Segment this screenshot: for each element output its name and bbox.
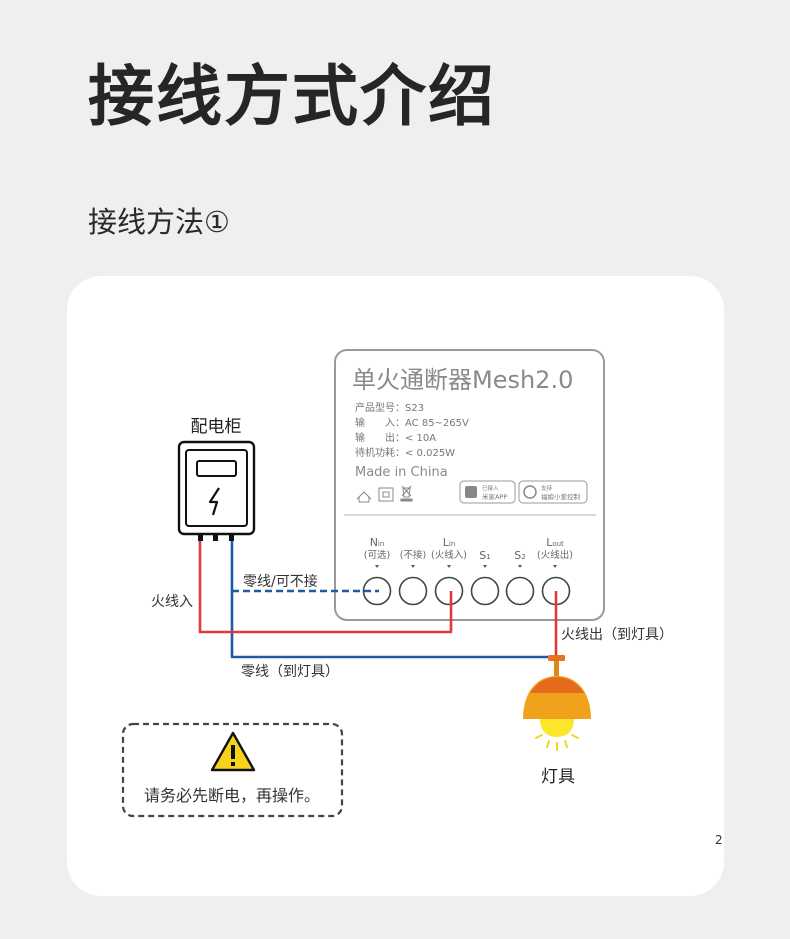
section-title: 接线方法① xyxy=(88,205,230,239)
mijia-badge-line2: 米家APP xyxy=(482,492,507,501)
warning-icon xyxy=(210,731,256,772)
device-name: 单火通断器Mesh2.0 xyxy=(352,366,573,394)
label-cabinet: 配电柜 xyxy=(191,417,242,437)
terminal-note-lout: (火线出) xyxy=(537,549,573,561)
label-neutral-optional: 零线/可不接 xyxy=(243,573,318,590)
terminal-unused xyxy=(398,576,428,606)
voice-assistant-badge: 支持 福娘小爱控制 xyxy=(518,480,588,504)
terminal-note-unused: (不接) xyxy=(400,549,426,561)
terminal-note-lin: (火线入) xyxy=(431,549,467,561)
double-insulation-icon xyxy=(378,487,394,502)
lightning-icon xyxy=(208,487,220,516)
spec-input: 输 入：AC 85~265V xyxy=(355,416,469,429)
made-in-china: Made in China xyxy=(355,465,448,480)
spec-output: 输 出：< 10A xyxy=(355,431,436,444)
lamp: 灯具 xyxy=(523,655,591,787)
terminal-label-s1: S1 xyxy=(479,549,490,562)
label-live-out: 火线出（到灯具） xyxy=(561,627,673,643)
terminal-note-nin: (可选) xyxy=(364,549,390,561)
label-live-in: 火线入 xyxy=(151,594,193,610)
label-lamp: 灯具 xyxy=(541,767,575,787)
switch-module: 单火通断器Mesh2.0 产品型号：S23 输 入：AC 85~265V 输 出… xyxy=(334,349,605,621)
terminal-label-lout: Lout xyxy=(546,536,564,549)
terminal-label-lin: Lin xyxy=(443,536,456,549)
mijia-badge-line1: 已接入 xyxy=(482,484,499,492)
live-wire-in xyxy=(198,537,453,634)
lamp-bulb xyxy=(540,719,574,737)
house-icon xyxy=(356,491,372,503)
page-number: 2 xyxy=(715,833,723,847)
spec-model: 产品型号：S23 xyxy=(355,401,424,414)
terminal-s1 xyxy=(470,576,500,606)
assistant-logo-icon xyxy=(523,485,537,499)
terminal-label-nin: Nin xyxy=(370,536,385,549)
terminal-label-s2: S2 xyxy=(514,549,525,562)
voice-badge-line1: 支持 xyxy=(541,484,553,492)
label-neutral-to-lamp: 零线（到灯具） xyxy=(241,664,339,680)
neutral-wire-to-lamp xyxy=(230,537,556,659)
light-rays xyxy=(535,734,579,751)
voice-badge-line2: 福娘小爱控制 xyxy=(541,492,581,501)
mijia-badge: 已接入 米家APP xyxy=(459,480,516,504)
terminal-lin xyxy=(434,576,464,606)
terminal-s2 xyxy=(505,576,535,606)
page-title: 接线方式介绍 xyxy=(88,58,496,135)
weee-bin-icon xyxy=(400,485,413,502)
warning-text: 请务必先断电，再操作。 xyxy=(144,786,320,805)
spec-standby: 待机功耗：< 0.025W xyxy=(355,446,455,459)
distribution-cabinet: 配电柜 xyxy=(177,417,256,541)
terminal-arrows xyxy=(375,565,557,568)
warning-box: 请务必先断电，再操作。 xyxy=(121,722,344,818)
